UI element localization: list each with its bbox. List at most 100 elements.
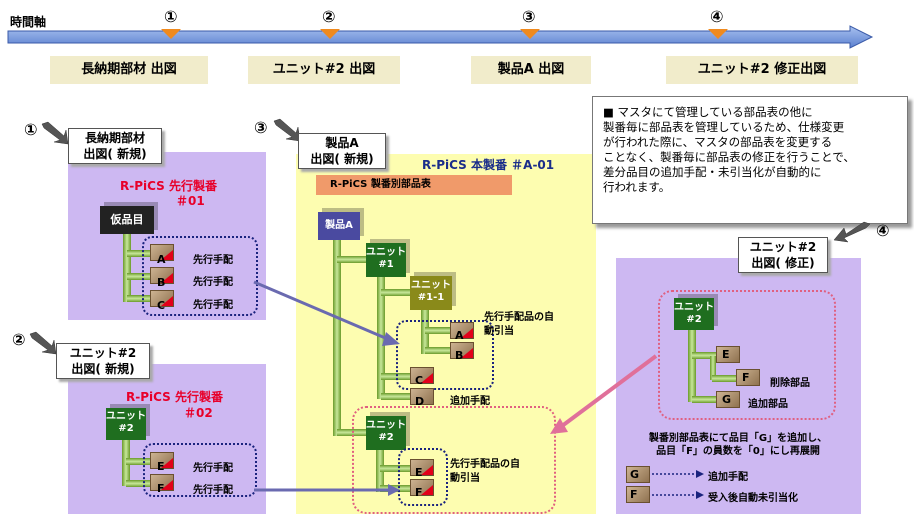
timeline-marker-1 [161,29,181,39]
s3-auto-note-2: 先行手配品の自 動引当 [450,458,520,486]
s2-root-box: ユニット #2 [106,408,146,440]
s3-unit1-line1: ユニット [366,247,406,258]
s3-unit2-group [352,406,556,514]
timeline-marker-2 [320,29,340,39]
timeline-label-4: ユニット#2 修正出図 [666,56,858,84]
s3-part-c-label: C [415,374,424,387]
s3-tree-trunk [333,240,341,436]
s3-branch-unit11 [381,289,417,296]
s4-root-box: ユニット #2 [674,298,714,330]
s3-branch-unit2 [337,429,371,436]
s3-num: ③ [254,118,268,137]
s3-callout: 製品A 出図( 新規) [298,133,386,169]
timeline-axis-label: 時間軸 [10,15,47,29]
s1-root-box: 仮品目 [100,206,154,234]
note-box: ■ マスタにて管理している部品表の他に 製番毎に部品表を管理しているため、仕様変… [592,96,908,224]
s2-prearranged-group [143,443,257,497]
s1-part-a-icon [150,244,174,261]
timeline-label-1: 長納期部材 出図 [50,56,208,84]
s3-part-d-icon [410,388,434,405]
s2-part-f-note: 先行手配 [193,485,233,496]
s4-desc-line1: 製番別部品表にて品目「G」を追加し、 [648,433,828,444]
s4-legend-g-icon [626,466,650,483]
s2-callout-line2: 出図( 新規) [71,362,135,376]
s4-part-g-label: G [722,393,732,406]
note-line-4: ことなく、製番毎に部品表の修正を行うことで、 [603,150,855,164]
s2-tree-branch-f [126,480,152,487]
s4-change-group [658,290,836,420]
s3-part-a-icon [450,322,474,339]
note-bullet: ■ [603,105,614,119]
s1-tree-branch-b [127,273,153,280]
note-line-1: マスタにて管理している部品表の他に [617,105,813,119]
s2-part-e-label: E [157,460,165,473]
s3-bom-label: R-PiCS 製番別部品表 [316,175,512,195]
s4-branch-e-drop [710,356,716,380]
s3-unit11-line1: ユニット [411,280,451,291]
s4-part-e-label: E [722,348,730,361]
s1-part-c-label: C [157,299,166,312]
s4-desc: 製番別部品表にて品目「G」を追加し、 品目「F」の員数を「0」にし再展開 [620,432,856,458]
s1-part-a-note: 先行手配 [193,255,233,266]
s3-unit2-box: ユニット #2 [366,416,406,450]
s2-callout-line1: ユニット#2 [69,346,137,360]
s4-legend-g-text: 追加手配 [708,472,748,483]
s3-unit11-line2: #1-1 [417,292,445,303]
s1-tree-branch-c [127,295,153,302]
s4-branch-f [712,375,736,382]
s2-title: R-PiCS 先行製番 [126,390,223,404]
s3-part-d-label: D [415,395,425,408]
s4-callout: ユニット#2 出図( 修正) [738,237,828,273]
s3-root-box: 製品A [318,212,360,240]
s3-auto-group-2 [398,448,448,506]
timeline-num-2: ② [322,7,336,26]
s1-callout: 長納期部材 出図( 新規) [68,128,162,164]
s3-auto-note-2-line1: 先行手配品の自 [450,459,520,470]
s2-pointer-arrow [29,331,57,355]
s4-part-e-icon [716,346,740,363]
s4-delete-label: 削除部品 [770,378,810,389]
s4-callout-line1: ユニット#2 [749,240,817,254]
s3-auto-note-2-line2: 動引当 [450,473,480,484]
s4-part-f-label: F [742,371,750,384]
s1-prearranged-group [142,236,258,316]
s3-unit2-line2: #2 [378,432,394,443]
s2-root-line2: #2 [118,423,134,434]
s4-branch-e [692,352,716,359]
timeline-num-4: ④ [710,7,724,26]
s3-unit2-line1: ユニット [366,420,406,431]
s1-callout-line1: 長納期部材 [84,131,145,145]
s3-branch-b [425,347,451,354]
s3-part-e-label: E [415,466,423,479]
s4-legend-g-label: G [630,468,640,481]
s3-branch-a [425,327,451,334]
s3-unit1-line2: #1 [378,259,394,270]
timeline-label-3: 製品A 出図 [471,56,591,84]
s4-legend-f-icon [626,486,650,503]
s1-part-a-label: A [157,253,166,266]
note-line-5: 差分品目の追加手配・未引当化が自動的に [603,165,822,179]
s3-unit1-box: ユニット #1 [366,243,406,277]
s2-tree-branch-e [126,458,152,465]
s2-callout: ユニット#2 出図( 新規) [56,343,150,379]
note-line-2: 製番毎に部品表を管理しているため、仕様変更 [603,120,845,134]
s1-num: ① [24,120,38,139]
s4-part-f-icon [736,369,760,386]
s4-root-line1: ユニット [674,302,714,313]
s3-auto-note-1: 先行手配品の自 動引当 [484,311,554,339]
s2-part-e-icon [150,452,174,469]
s3-part-c-icon [410,367,434,384]
s1-part-c-icon [150,290,174,307]
s3-part-f-label: F [415,486,423,499]
s2-part-f-label: F [157,482,165,495]
s1-tree-branch-a [127,250,153,257]
timeline-label-2: ユニット#2 出図 [248,56,400,84]
s3-add-note: 追加手配 [450,396,490,407]
s3-part-b-label: B [455,349,464,362]
s4-legend-f-text: 受入後自動未引当化 [708,493,798,504]
s1-part-b-note: 先行手配 [193,277,233,288]
timeline-marker-4 [708,29,728,39]
s1-callout-line2: 出図( 新規) [83,147,147,161]
s3-callout-line1: 製品A [325,136,359,150]
s3-part-a-label: A [455,329,464,342]
